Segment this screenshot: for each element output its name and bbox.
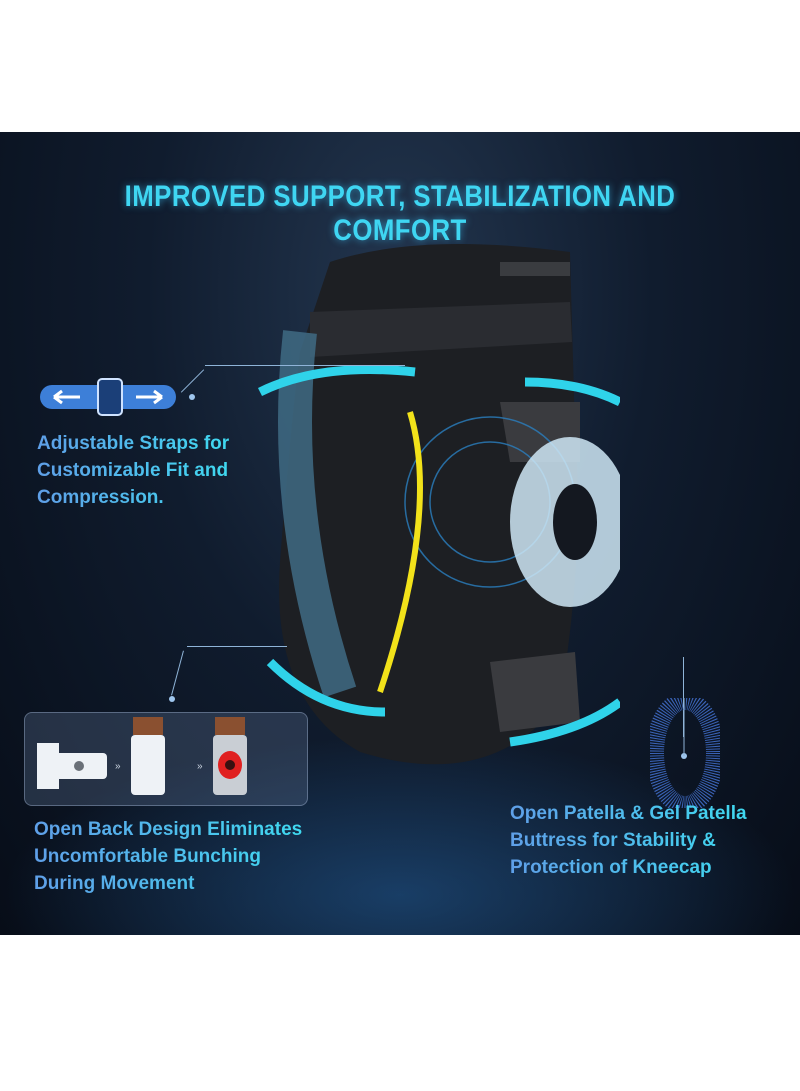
feature-patella-caption: Open Patella & Gel Patella Buttress for … (510, 800, 747, 881)
brace-label (500, 262, 570, 276)
caption-line: Protection of Kneecap (510, 857, 712, 878)
open-back-diagram-icon: » » (24, 712, 308, 806)
compression-arrow-icon (509, 698, 620, 747)
caption-line: Uncomfortable Bunching (34, 846, 261, 867)
caption-line: Compression. (37, 487, 164, 508)
callout-dot (169, 696, 175, 702)
patella-ring-icon (650, 698, 720, 808)
knee-brace-image (257, 244, 620, 765)
compression-arrow-icon (524, 377, 620, 407)
support-arrow-icon (377, 411, 423, 693)
headline: IMPROVED SUPPORT, STABILIZATION AND COMF… (124, 180, 676, 247)
compression-arrow-icon (266, 658, 386, 717)
caption-line: Adjustable Straps for (37, 433, 230, 454)
callout-dot (189, 394, 195, 400)
caption-line: Customizable Fit and (37, 460, 229, 481)
callout-line (171, 650, 184, 696)
caption-line: Open Back Design Eliminates (34, 819, 303, 840)
product-image-panel: IMPROVED SUPPORT, STABILIZATION AND COMF… (0, 132, 800, 935)
callout-line (187, 646, 287, 647)
feature-straps-caption: Adjustable Straps for Customizable Fit a… (37, 430, 229, 511)
feature-open-back-caption: Open Back Design Eliminates Uncomfortabl… (34, 816, 302, 897)
callout-line (180, 369, 205, 393)
svg-text:»: » (115, 761, 121, 772)
caption-line: During Movement (34, 873, 195, 894)
caption-line: Open Patella & Gel Patella (510, 803, 747, 824)
callout-line (683, 657, 684, 737)
caption-line: Buttress for Stability & (510, 830, 716, 851)
adjustable-strap-icon (40, 378, 176, 416)
svg-text:»: » (197, 761, 203, 772)
compression-arrow-icon (257, 365, 416, 397)
callout-line (205, 365, 405, 366)
